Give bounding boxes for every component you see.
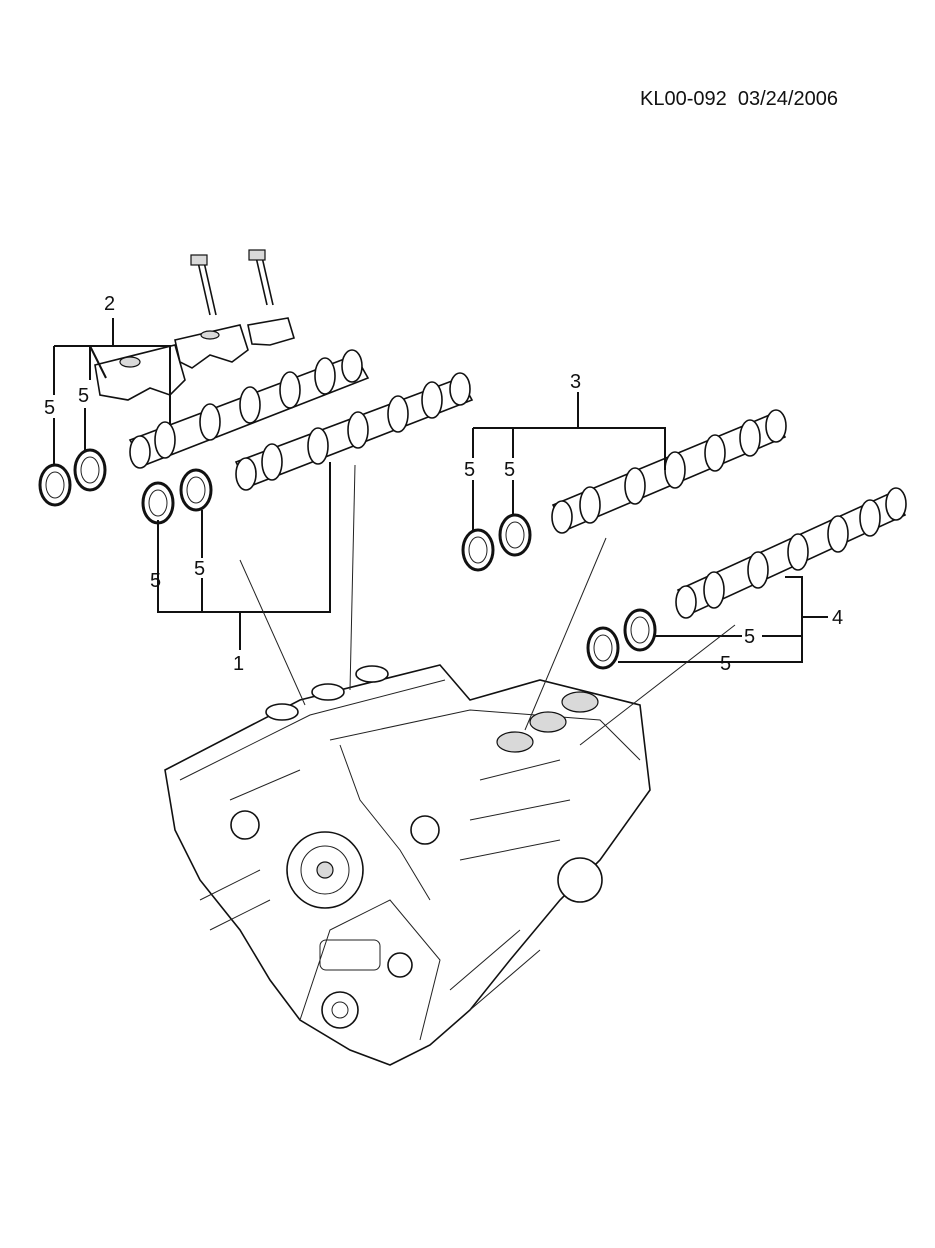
- camshaft-upper-right: [551, 409, 787, 534]
- bearing-caps: [94, 317, 295, 401]
- callout-5-g: 5: [744, 626, 755, 648]
- callout-5-a: 5: [44, 397, 55, 419]
- bolt-left: [190, 254, 217, 316]
- callout-5-b: 5: [78, 385, 89, 407]
- callout-1: 1: [233, 653, 244, 675]
- drawing-header: KL00-092 03/24/2006: [640, 88, 838, 111]
- callout-4: 4: [832, 607, 843, 629]
- callout-2: 2: [104, 293, 115, 315]
- callout-5-h: 5: [720, 653, 731, 675]
- callout-5-c: 5: [150, 570, 161, 592]
- callout-5-f: 5: [504, 459, 515, 481]
- callout-5-e: 5: [464, 459, 475, 481]
- engine-block: [164, 664, 651, 1066]
- camshaft-lower-left: [234, 372, 474, 491]
- bolt-right: [248, 249, 274, 306]
- callout-3: 3: [570, 371, 581, 393]
- drawing-code: KL00-092: [640, 88, 727, 110]
- camshaft-lower-right: [675, 487, 907, 619]
- seal-rings: [38, 448, 657, 670]
- callout-5-d: 5: [194, 558, 205, 580]
- drawing-date: 03/24/2006: [737, 88, 838, 110]
- leader-lines: [53, 318, 828, 746]
- camshaft-upper-left: [128, 349, 370, 469]
